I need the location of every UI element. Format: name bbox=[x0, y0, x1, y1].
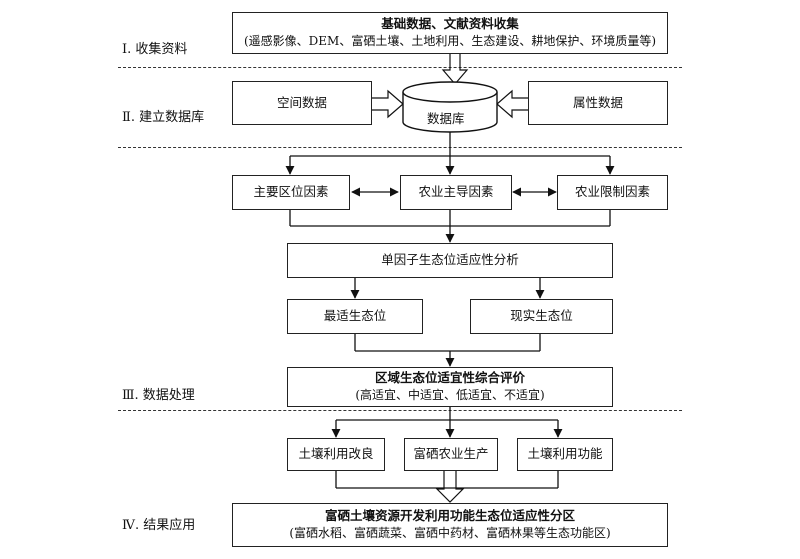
evaluation-detail: (高适宜、中适宜、低适宜、不适宜) bbox=[355, 388, 545, 403]
location-factor-label: 主要区位因素 bbox=[253, 184, 329, 200]
actual-niche-label: 现实生态位 bbox=[510, 308, 573, 324]
stage-label-database: Ⅱ. 建立数据库 bbox=[122, 110, 205, 125]
separator-2 bbox=[118, 147, 682, 148]
selenium-production-box: 富硒农业生产 bbox=[404, 438, 498, 471]
zoning-result-box: 富硒土壤资源开发利用功能生态位适应性分区 (富硒水稻、富硒蔬菜、富硒中药材、富硒… bbox=[232, 503, 668, 547]
database-label: 数据库 bbox=[427, 111, 465, 126]
soil-improvement-label: 土壤利用改良 bbox=[298, 446, 374, 462]
stage-label-collect: Ⅰ. 收集资料 bbox=[122, 42, 188, 57]
attribute-data-box: 属性数据 bbox=[528, 81, 668, 125]
soil-improvement-box: 土壤利用改良 bbox=[287, 438, 385, 471]
single-factor-analysis-label: 单因子生态位适应性分析 bbox=[381, 252, 519, 268]
spatial-data-box: 空间数据 bbox=[232, 81, 372, 125]
result-title: 富硒土壤资源开发利用功能生态位适应性分区 bbox=[324, 508, 575, 524]
stage-label-application: Ⅳ. 结果应用 bbox=[122, 518, 196, 533]
actual-niche-box: 现实生态位 bbox=[470, 299, 613, 334]
collect-title: 基础数据、文献资料收集 bbox=[381, 16, 519, 32]
optimal-niche-label: 最适生态位 bbox=[323, 308, 387, 324]
limiting-factor-label: 农业限制因素 bbox=[574, 184, 650, 200]
hollow-arrow-to-result bbox=[435, 470, 465, 503]
limiting-factor-box: 农业限制因素 bbox=[557, 175, 668, 210]
hollow-arrow-spatial-db bbox=[372, 89, 404, 119]
result-detail: (富硒水稻、富硒蔬菜、富硒中药材、富硒林果等生态功能区) bbox=[289, 526, 611, 541]
optimal-niche-box: 最适生态位 bbox=[287, 299, 423, 334]
database-cylinder bbox=[402, 81, 498, 133]
evaluation-title: 区域生态位适宜性综合评价 bbox=[374, 370, 525, 386]
hollow-arrow-collect-db bbox=[441, 53, 469, 85]
attribute-data-label: 属性数据 bbox=[572, 94, 623, 110]
separator-1 bbox=[118, 67, 682, 68]
dominant-factor-label: 农业主导因素 bbox=[418, 184, 494, 200]
stage-label-processing: Ⅲ. 数据处理 bbox=[122, 388, 195, 403]
collect-data-box: 基础数据、文献资料收集 (遥感影像、DEM、富硒土壤、土地利用、生态建设、耕地保… bbox=[232, 12, 668, 54]
hollow-arrow-attribute-db bbox=[496, 89, 528, 119]
comprehensive-evaluation-box: 区域生态位适宜性综合评价 (高适宜、中适宜、低适宜、不适宜) bbox=[287, 367, 613, 407]
selenium-production-label: 富硒农业生产 bbox=[413, 446, 489, 462]
location-factor-box: 主要区位因素 bbox=[232, 175, 350, 210]
soil-function-label: 土壤利用功能 bbox=[527, 446, 603, 462]
dominant-factor-box: 农业主导因素 bbox=[400, 175, 512, 210]
collect-detail: (遥感影像、DEM、富硒土壤、土地利用、生态建设、耕地保护、环境质量等) bbox=[243, 34, 657, 49]
spatial-data-label: 空间数据 bbox=[276, 94, 327, 110]
single-factor-analysis-box: 单因子生态位适应性分析 bbox=[287, 243, 613, 278]
soil-function-box: 土壤利用功能 bbox=[517, 438, 613, 471]
separator-3 bbox=[118, 410, 682, 411]
